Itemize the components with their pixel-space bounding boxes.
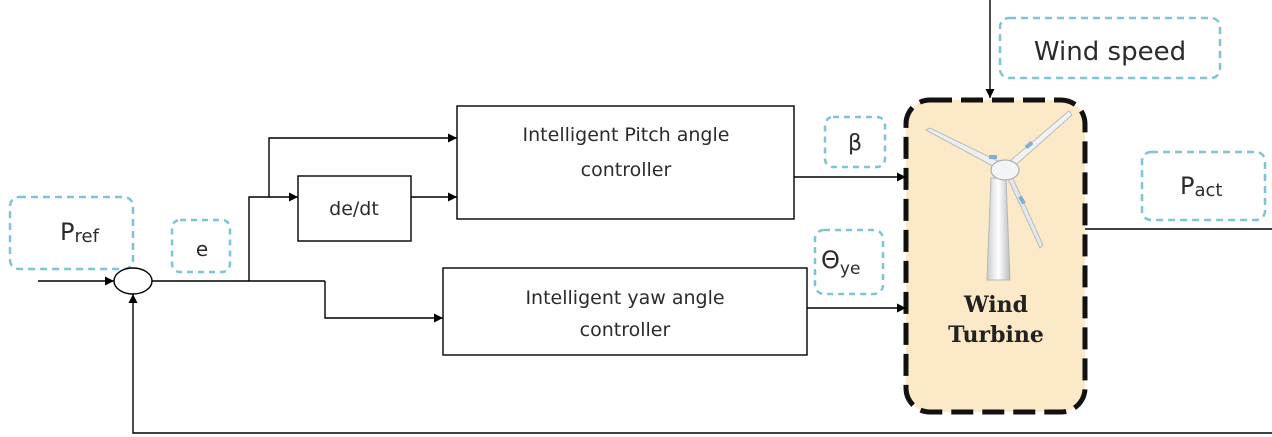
svg-text:Pref: Pref bbox=[60, 218, 100, 247]
theta-main: Θ bbox=[821, 246, 840, 274]
wind-speed-label: Wind speed bbox=[1034, 37, 1186, 67]
p-act-main: P bbox=[1180, 172, 1194, 200]
p-ref-main: P bbox=[60, 218, 74, 246]
theta-label-box: Θye bbox=[813, 228, 885, 296]
wind-speed-label-box: Wind speed bbox=[998, 16, 1222, 80]
feedback-line bbox=[128, 294, 1272, 434]
wind-turbine-block: Wind Turbine bbox=[903, 97, 1088, 415]
theta-sub: ye bbox=[840, 259, 861, 279]
error-to-yaw-arrow bbox=[324, 281, 443, 323]
p-ref-sub: ref bbox=[74, 226, 99, 247]
wind-turbine-line1: Wind bbox=[963, 292, 1028, 318]
wind-turbine-line2: Turbine bbox=[948, 322, 1044, 348]
error-label-box: e bbox=[170, 218, 232, 274]
yaw-controller-line1: Intelligent yaw angle bbox=[525, 287, 724, 309]
p-ref-label-box: Pref bbox=[8, 195, 135, 271]
error-label: e bbox=[196, 237, 208, 261]
pitch-controller-line1: Intelligent Pitch angle bbox=[523, 124, 730, 146]
derivative-label: de/dt bbox=[329, 198, 379, 220]
pitch-controller-line2: controller bbox=[581, 159, 672, 181]
yaw-controller-block: Intelligent yaw angle controller bbox=[442, 267, 808, 356]
beta-label-box: β bbox=[823, 115, 887, 169]
wind-turbine-icon bbox=[924, 110, 1073, 281]
derivative-block: de/dt bbox=[297, 175, 412, 242]
yaw-controller-line2: controller bbox=[580, 319, 671, 341]
pitch-controller-block: Intelligent Pitch angle controller bbox=[456, 105, 795, 220]
svg-text:Θye: Θye bbox=[821, 246, 860, 279]
p-act-label-box: Pact bbox=[1140, 150, 1267, 222]
svg-text:Pact: Pact bbox=[1180, 172, 1222, 201]
p-act-sub: act bbox=[1194, 180, 1222, 201]
summing-junction bbox=[113, 267, 153, 295]
beta-label: β bbox=[848, 131, 862, 156]
